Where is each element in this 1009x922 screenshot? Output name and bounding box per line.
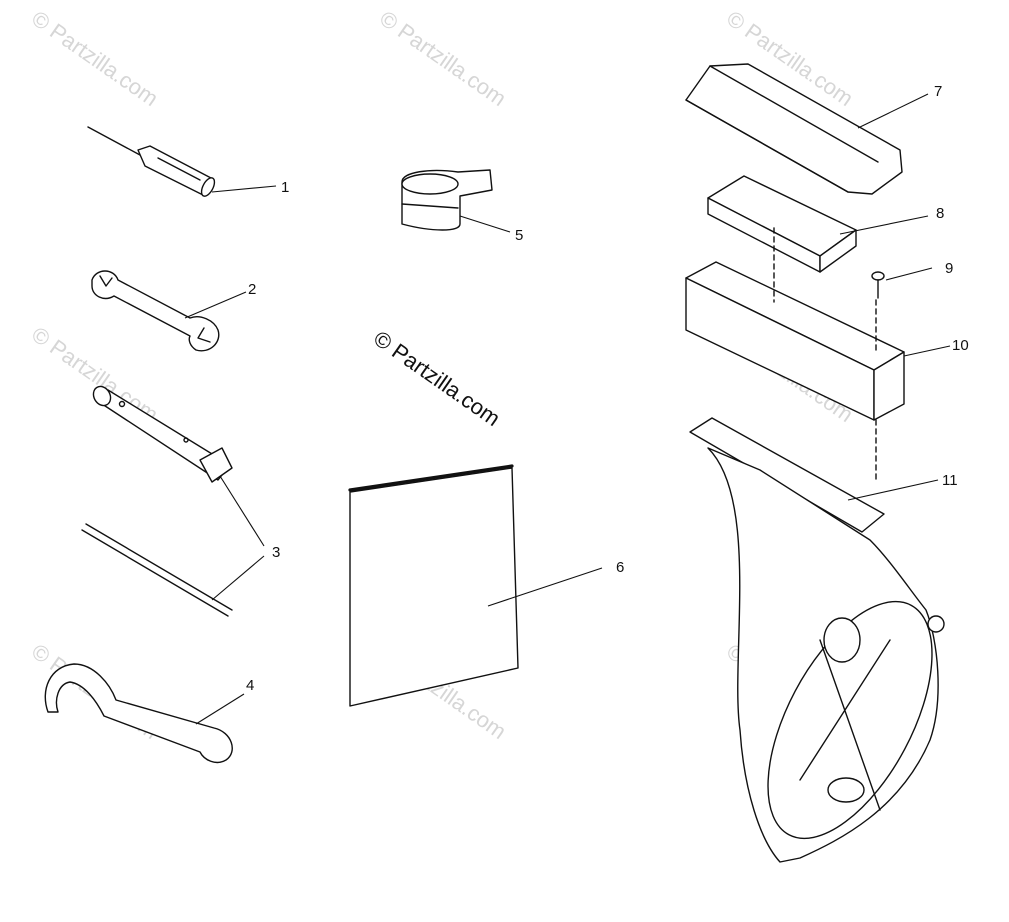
screwdriver-part[interactable] — [87, 126, 277, 198]
foam-pad-part[interactable] — [707, 175, 929, 273]
callout-3: 3 — [272, 544, 280, 561]
callout-8: 8 — [936, 205, 944, 222]
tape-roll-part[interactable] — [401, 169, 511, 233]
watermark: © Partzilla.com — [375, 6, 511, 112]
wrench-part[interactable] — [91, 270, 247, 352]
callout-6: 6 — [616, 559, 624, 576]
callout-4: 4 — [246, 677, 254, 694]
callout-5: 5 — [515, 227, 523, 244]
watermark: © Partzilla.com — [27, 6, 163, 112]
callout-10: 10 — [952, 337, 969, 354]
toolbox-lid-part[interactable] — [685, 63, 929, 195]
screw-part[interactable] — [871, 267, 933, 299]
owners-manual-part[interactable] — [348, 464, 603, 707]
callout-11: 11 — [942, 472, 958, 489]
spanner-wrench-part[interactable] — [44, 663, 245, 764]
callout-9: 9 — [945, 260, 953, 277]
callout-2: 2 — [248, 281, 256, 298]
callout-7: 7 — [934, 83, 942, 100]
housing-bracket-part[interactable] — [689, 417, 966, 864]
callout-1: 1 — [281, 179, 289, 196]
watermark-main: © Partzilla.com — [369, 326, 505, 432]
socket-wrench-part[interactable] — [81, 383, 265, 617]
callout-labels: 1 2 3 4 5 6 7 8 9 10 11 — [246, 83, 969, 694]
toolbox-part[interactable] — [685, 227, 951, 421]
